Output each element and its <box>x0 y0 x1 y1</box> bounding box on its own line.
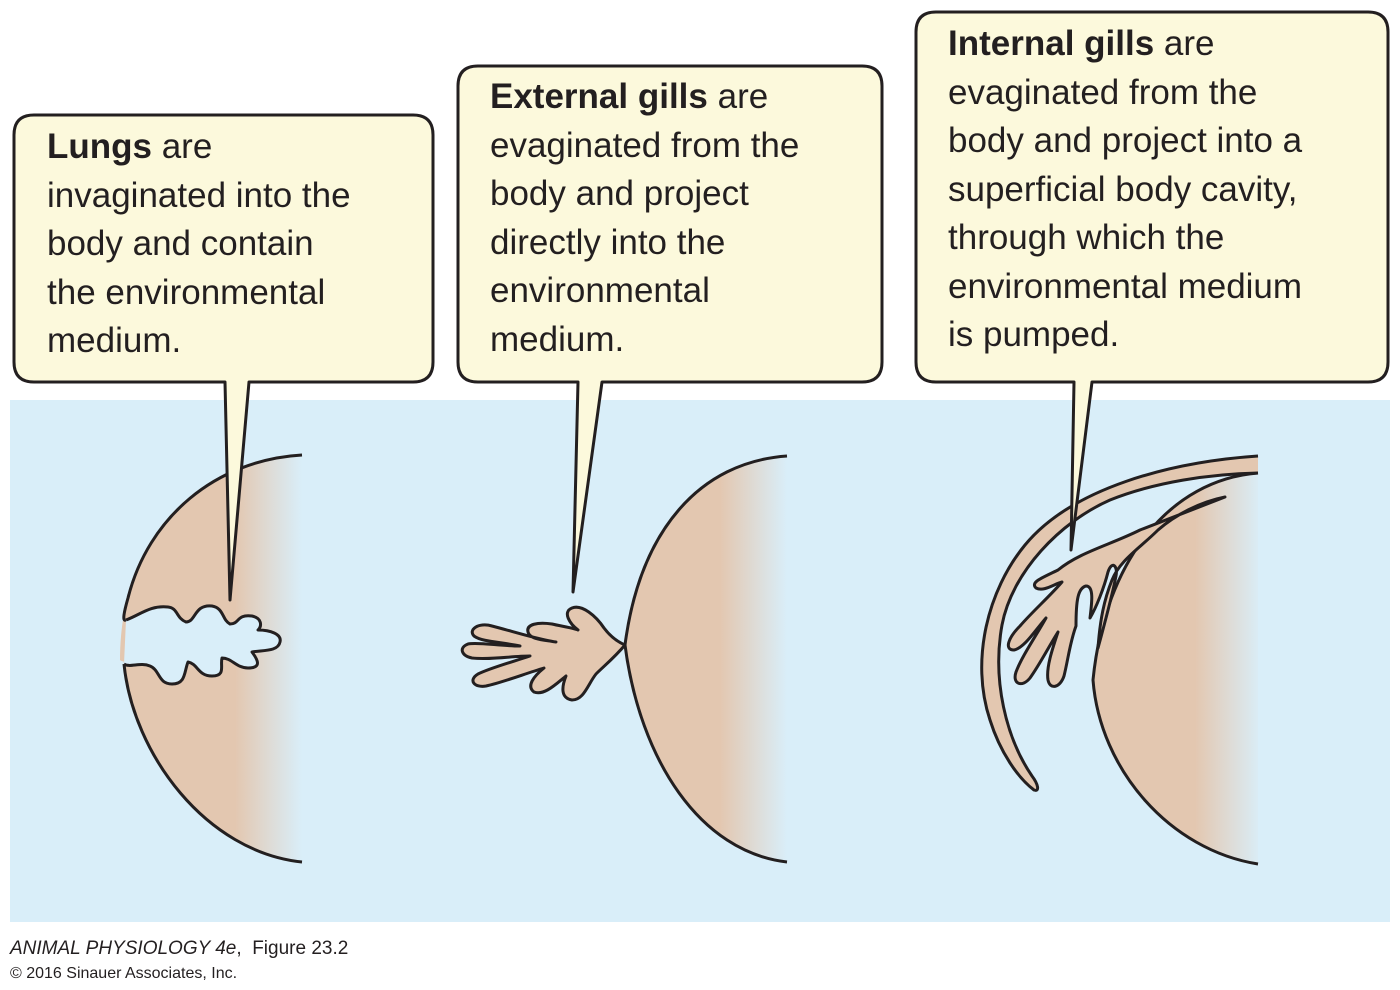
lung-invagination <box>123 604 282 686</box>
internal-gill-filaments <box>1006 495 1227 688</box>
text-line: medium. <box>490 319 625 359</box>
text-line: are <box>1154 24 1215 63</box>
term-internal-gills: Internal gills <box>948 24 1155 63</box>
text-line: medium. <box>47 321 182 360</box>
callout-text-lungs: Lungs are invaginated into the body and … <box>47 123 351 366</box>
text-line: evaginated from the <box>490 125 800 165</box>
text-line: environmental medium <box>948 266 1303 306</box>
callout-box-lungs <box>12 113 435 602</box>
text-line: environmental <box>490 271 710 310</box>
text-line: body and project into a <box>948 121 1303 160</box>
term-external-gills: External gills <box>490 77 708 116</box>
text-line: body and contain <box>47 224 314 263</box>
text-line: are <box>707 77 769 116</box>
internal-gill-body <box>1091 471 1259 866</box>
figure-number: Figure 23.2 <box>252 938 349 959</box>
text-line: through which the <box>948 218 1225 257</box>
text-line: evaginated from the <box>948 72 1258 112</box>
text-line: are <box>151 127 213 166</box>
copyright-notice: © 2016 Sinauer Associates, Inc. <box>10 965 238 982</box>
text-line: is pumped. <box>948 315 1120 354</box>
callout-text-internal-gills: Internal gills are evaginated from the b… <box>948 20 1302 360</box>
text-line: superficial body cavity, <box>948 169 1298 209</box>
callout-box-internal-gills <box>914 10 1390 552</box>
book-title: ANIMAL PHYSIOLOGY 4e <box>10 938 237 959</box>
operculum-flap <box>980 454 1259 792</box>
text-line: directly into the <box>490 222 726 262</box>
text-line: invaginated into the <box>47 175 351 215</box>
text-line: body and project <box>490 174 749 213</box>
term-lungs: Lungs <box>47 127 152 166</box>
figure-caption: ANIMAL PHYSIOLOGY 4e, Figure 23.2 <box>10 938 349 959</box>
callout-text-external-gills: External gills are evaginated from the b… <box>490 73 799 364</box>
text-line: the environmental <box>47 272 326 312</box>
external-gill-filaments <box>460 605 627 702</box>
callout-box-external-gills <box>456 64 884 594</box>
